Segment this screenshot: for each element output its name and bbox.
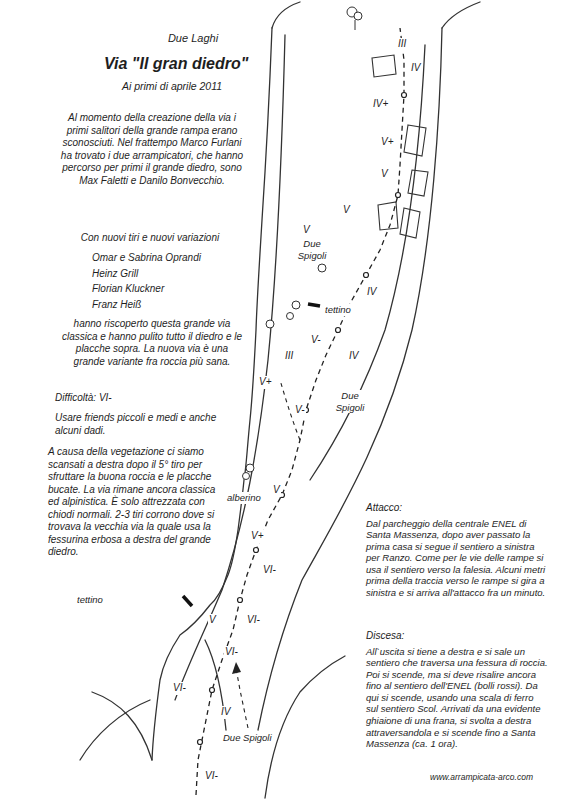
base-vegetation: [80, 700, 150, 760]
date-note: Ai primi di aprile 2011: [122, 80, 222, 93]
tree: [266, 320, 274, 328]
right-edge: [310, 45, 425, 480]
slabs: [372, 55, 428, 238]
slab: [400, 208, 420, 238]
slab: [378, 202, 398, 230]
belay-station: [210, 688, 215, 693]
right-wall: [258, 28, 442, 730]
feature-label: Due Spigoli: [292, 238, 332, 261]
slab: [404, 125, 426, 156]
feature-label: tettino: [76, 594, 104, 606]
grade-label: III: [397, 38, 407, 51]
grade-label: V-: [294, 404, 306, 417]
tree: [318, 264, 326, 272]
grade-label: VI-: [204, 770, 219, 783]
grade-label: V+: [380, 136, 395, 149]
descent-text: All`uscita si tiene a destra e si sale u…: [366, 646, 548, 750]
base-vegetation: [92, 692, 152, 760]
belay-station: [396, 193, 401, 198]
top-rock: [272, 2, 300, 28]
section-heading: Discesa:: [366, 630, 404, 643]
grade-label: VI-: [172, 682, 187, 695]
climber-name: Omar e Sabrina Oprandi: [92, 252, 201, 265]
belay-station: [336, 328, 341, 333]
credits-heading: Con nuovi tiri e nuovi variazioni: [81, 232, 219, 245]
website-url: www.arrampicata-arco.com: [430, 772, 533, 782]
approach-text: Dal parcheggio della centrale ENEL di Sa…: [366, 518, 548, 599]
belay-station: [198, 740, 203, 745]
approach-line: [236, 668, 248, 728]
feature-label: alberino: [226, 492, 262, 504]
section-heading: Attacco:: [366, 502, 402, 515]
climber-name: Florian Kluckner: [92, 283, 164, 296]
difficulty-note: Difficoltà: VI-: [55, 392, 112, 405]
grade-label: V: [302, 224, 311, 237]
grade-label: V+: [250, 530, 265, 543]
place-name: Due Laghi: [168, 32, 218, 46]
approach-arrow: [232, 662, 241, 674]
belay-station: [254, 548, 259, 553]
base-rock: [265, 656, 345, 798]
grade-label: VI-: [224, 646, 239, 659]
history-note: Al momento della creazione della via i p…: [57, 112, 247, 187]
feature-label: Due Spigoli: [328, 390, 372, 413]
grade-label: IV: [410, 62, 421, 75]
tree: [287, 313, 294, 320]
grade-label: IV: [366, 286, 377, 299]
feature-label: Due Spigoli: [222, 732, 273, 744]
route-title: Via "Il gran diedro": [104, 54, 248, 74]
route-note: A causa della vegetazione ci siamo scans…: [48, 446, 218, 559]
grade-label: V: [380, 168, 389, 181]
grade-label: V: [342, 204, 351, 217]
feature-label: tettino: [324, 304, 352, 316]
grade-label: V-: [310, 334, 322, 347]
top-rock: [442, 2, 480, 28]
grade-label: IV: [220, 706, 231, 719]
grade-label: IV+: [372, 98, 389, 111]
grade-label: IV: [348, 350, 359, 363]
tree-trunk: [355, 20, 356, 30]
roof-mark: [183, 596, 192, 606]
tree: [243, 473, 250, 480]
roof-mark: [308, 304, 320, 306]
history-note: hanno riscoperto questa grande via class…: [60, 318, 245, 368]
slab: [372, 55, 396, 77]
belay-station: [402, 93, 407, 98]
belay-station: [364, 273, 369, 278]
climber-name: Heinz Grill: [92, 268, 138, 281]
slab: [408, 170, 428, 196]
grade-label: V: [272, 484, 281, 497]
grade-label: VI-: [262, 564, 277, 577]
grade-label: V: [208, 614, 217, 627]
grade-label: III: [284, 350, 294, 363]
climber-name: Franz Heiß: [92, 299, 141, 312]
gear-note: Usare friends piccoli e medi e anche alc…: [55, 412, 243, 437]
tree: [292, 301, 300, 309]
belay-station: [238, 598, 243, 603]
grade-label: V+: [258, 376, 273, 389]
grade-label: VI-: [246, 614, 261, 627]
tree: [246, 464, 254, 472]
tree: [354, 12, 362, 20]
